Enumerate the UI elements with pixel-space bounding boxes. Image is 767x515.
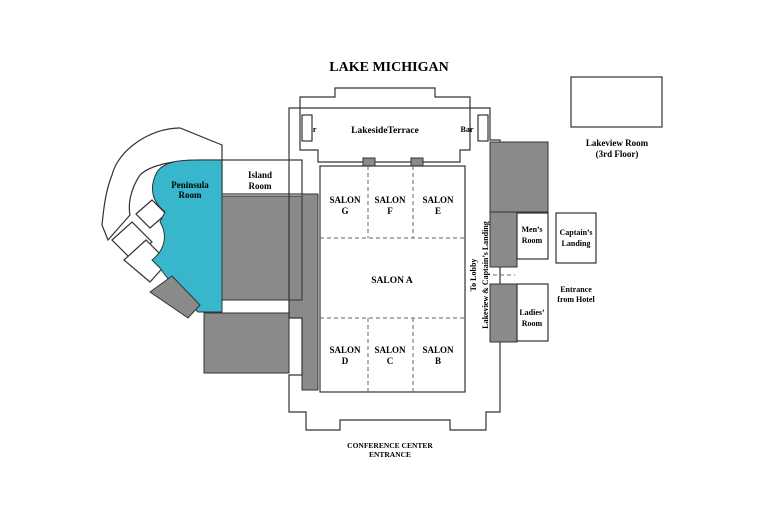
salon-d-label-2: D (342, 356, 349, 366)
service-block-right-mid (489, 211, 518, 268)
corridor-label: Lakeview & Captain’s Landing (481, 221, 490, 329)
ladies-room-label-1: Ladies’ (519, 308, 545, 317)
entrance-label-2: ENTRANCE (369, 450, 411, 459)
captains-landing-label-1: Captain’s (559, 228, 592, 237)
lakeview-room-box[interactable] (570, 76, 663, 128)
peninsula-room-label-1: Peninsula (171, 180, 209, 190)
ladies-room-label-2: Room (522, 319, 543, 328)
mens-room[interactable] (516, 212, 549, 260)
entrance-label-1: CONFERENCE CENTER (347, 441, 433, 450)
map-title: LAKE MICHIGAN (329, 60, 448, 75)
entrance-hotel-label-1: Entrance (560, 285, 592, 294)
salon-b-label-1: SALON (422, 345, 454, 355)
lakeview-room-floor: (3rd Floor) (596, 149, 639, 159)
captains-landing[interactable] (555, 212, 597, 264)
mens-room-label-2: Room (522, 236, 543, 245)
bar-right-label: Bar (461, 125, 474, 134)
salon-f-label-1: SALON (374, 195, 406, 205)
service-block-lower (203, 312, 290, 374)
peninsula-walkway (101, 127, 223, 242)
island-room-label-2: Room (249, 181, 272, 191)
salon-g-label-1: SALON (329, 195, 361, 205)
entrance-hotel-label-2: from Hotel (557, 295, 595, 304)
ladies-room[interactable] (516, 283, 549, 342)
salon-b[interactable] (414, 319, 464, 391)
terrace-pillar-2 (410, 157, 424, 167)
service-block-left (221, 195, 303, 301)
salon-e-label-1: SALON (422, 195, 454, 205)
salon-b-label-2: B (435, 356, 441, 366)
salon-a-label: SALON A (371, 276, 413, 286)
service-block-right-low (489, 283, 518, 343)
bar-counter-right (477, 114, 489, 142)
salon-d-label-1: SALON (329, 345, 361, 355)
service-wedge (149, 275, 201, 319)
to-lobby-label: To Lobby (469, 259, 478, 292)
mens-room-label-1: Men’s (521, 225, 542, 234)
salon-c[interactable] (369, 319, 412, 391)
island-room-label-1: Island (248, 170, 272, 180)
bar-counter-left (301, 114, 313, 142)
peninsula-room-label-2: Room (179, 190, 202, 200)
salon-f-label-2: F (387, 206, 393, 216)
salon-c-label-2: C (387, 356, 394, 366)
salon-block (319, 165, 466, 393)
building-outline (288, 87, 501, 431)
lakeside-terrace-label: LakesideTerrace (351, 126, 419, 136)
salon-c-label-1: SALON (374, 345, 406, 355)
salon-g-label-2: G (341, 206, 348, 216)
salon-d[interactable] (321, 319, 367, 391)
service-block-right-top (489, 141, 549, 213)
captains-landing-label-2: Landing (562, 239, 591, 248)
terrace-pillar-1 (362, 157, 376, 167)
lakeside-terrace[interactable] (299, 107, 471, 163)
peninsula-room[interactable] (151, 159, 223, 313)
lakeview-room-label: Lakeview Room (586, 138, 649, 148)
salon-e-label-2: E (435, 206, 441, 216)
